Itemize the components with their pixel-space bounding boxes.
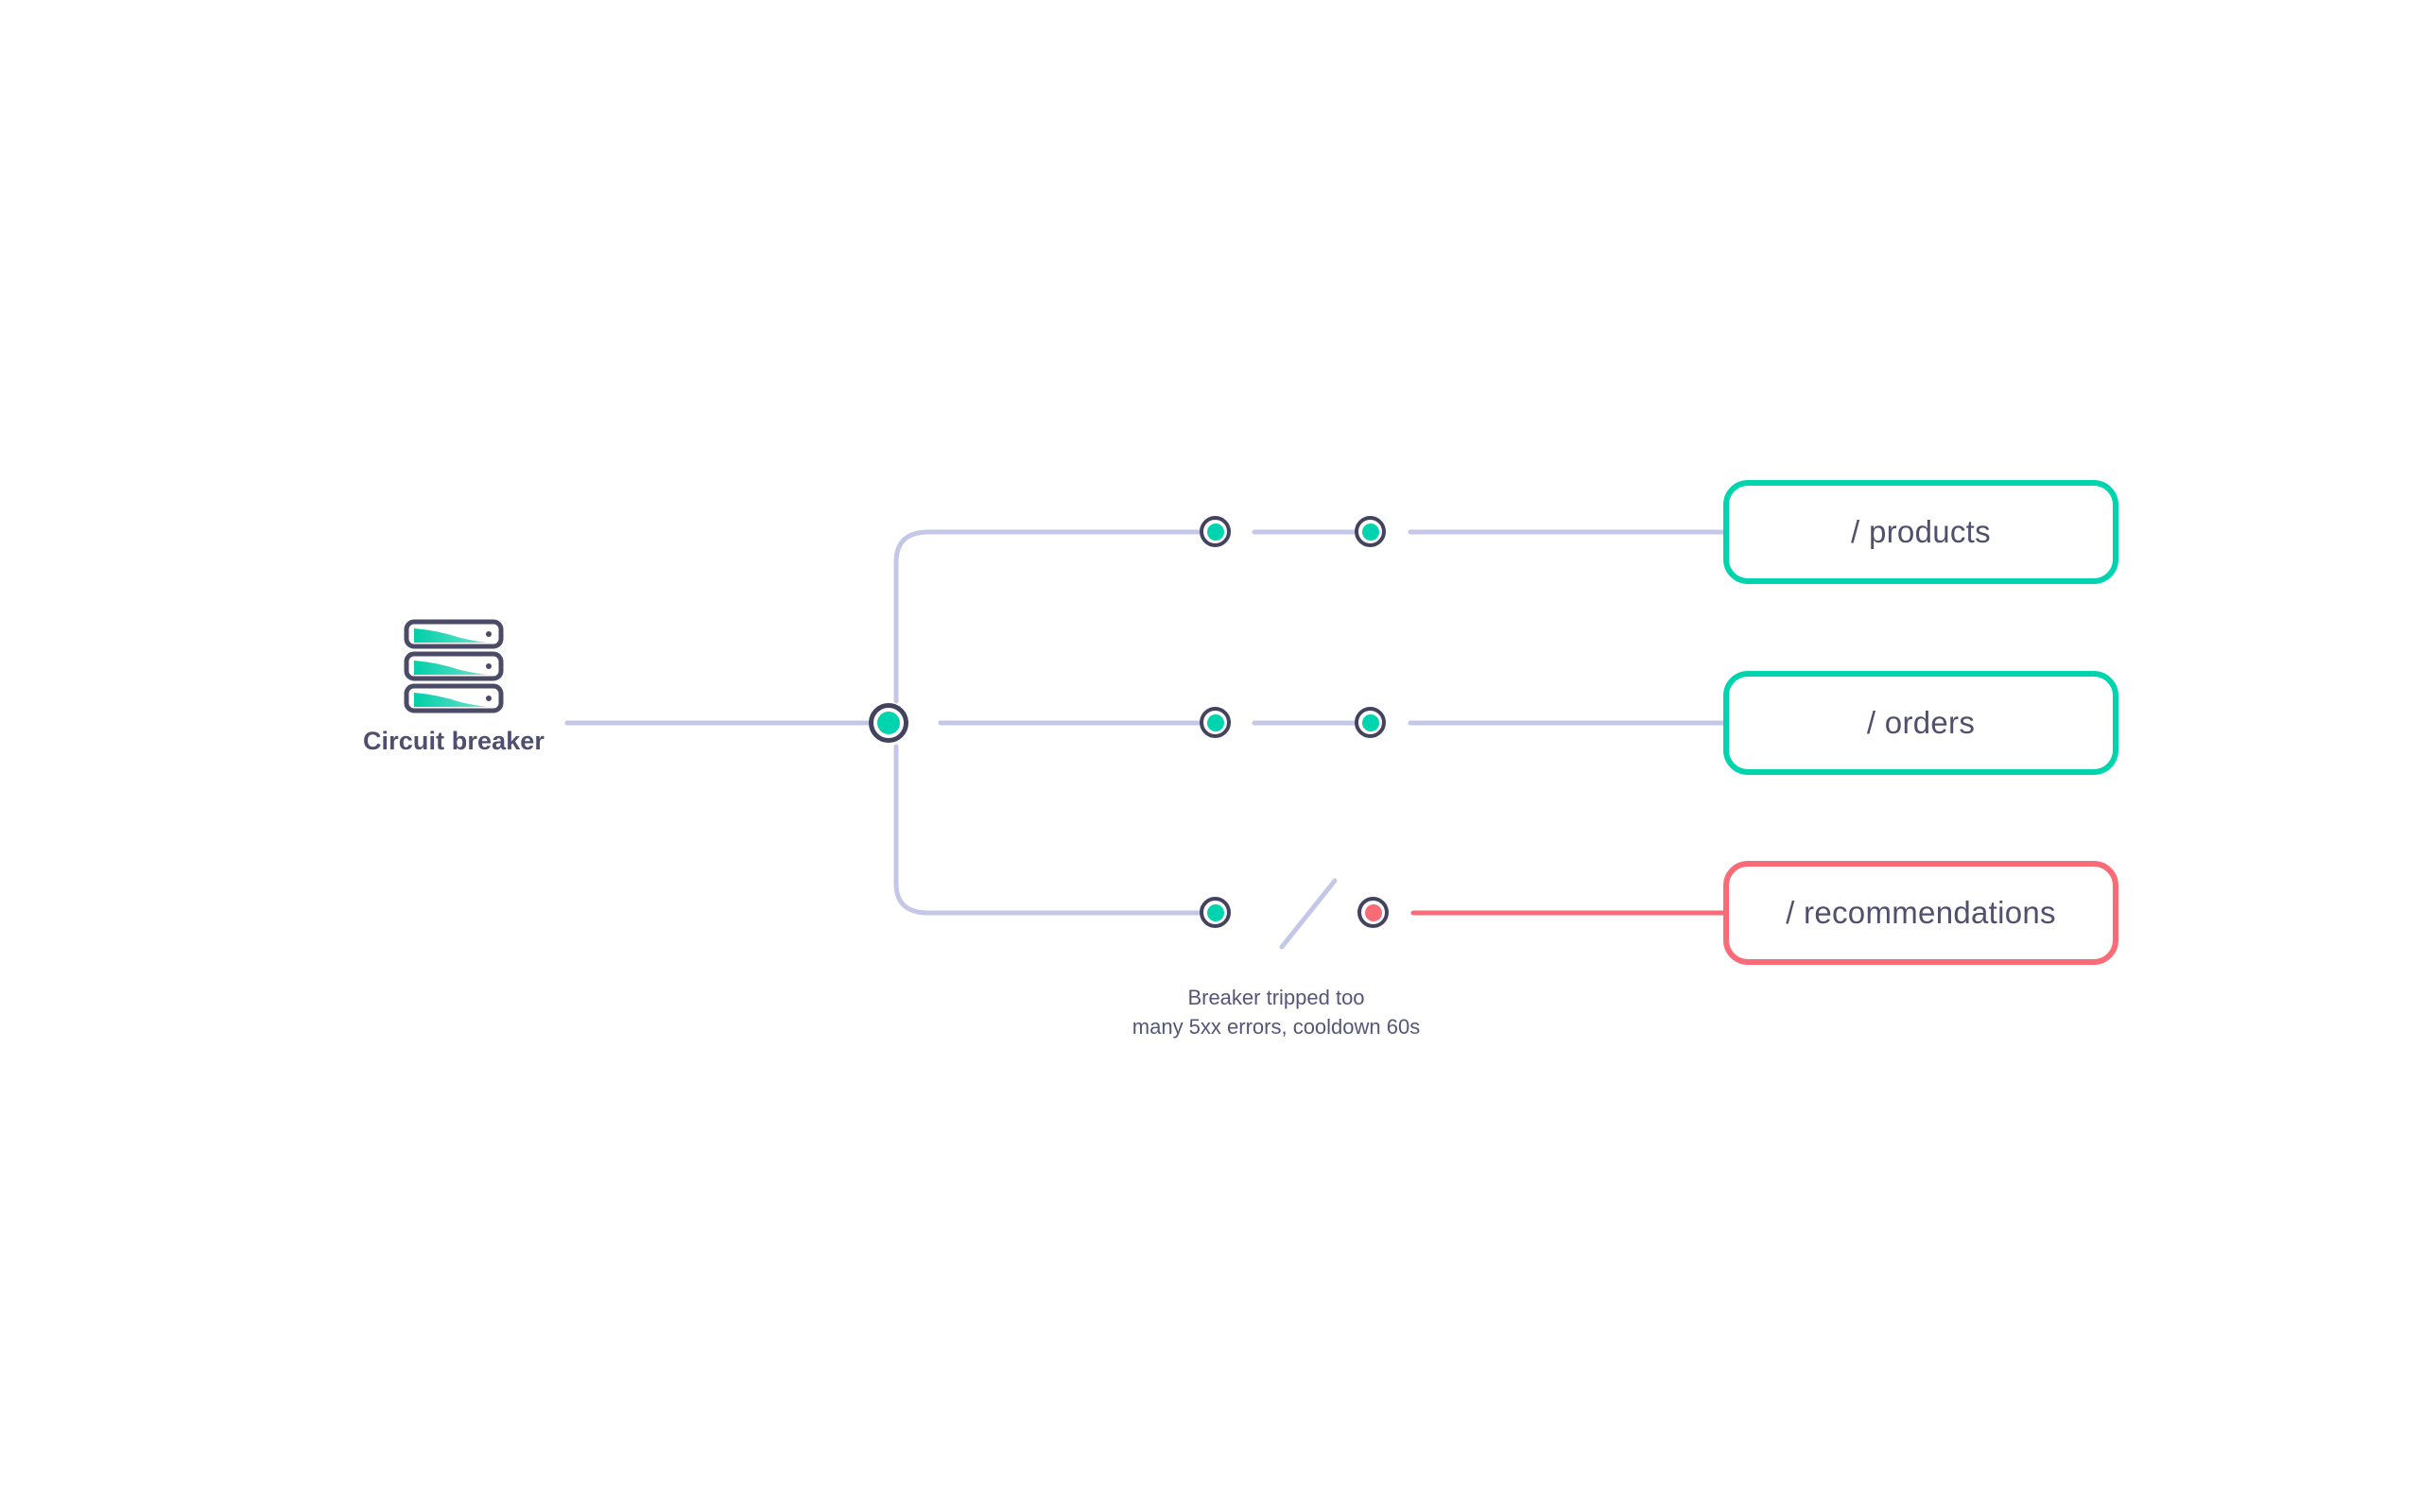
router-hub-node[interactable] bbox=[869, 703, 908, 743]
products-node-1-core bbox=[1206, 523, 1224, 541]
hub-node-core bbox=[877, 712, 900, 734]
recommendations-node-2[interactable] bbox=[1357, 897, 1389, 928]
breaker-annotation-line-1: Breaker tripped too bbox=[1187, 986, 1365, 1009]
server-rack-icon bbox=[404, 619, 504, 713]
endpoint-recommendations[interactable]: / recommendations bbox=[1723, 861, 2118, 965]
products-node-2-core bbox=[1361, 523, 1379, 541]
orders-node-2[interactable] bbox=[1355, 707, 1386, 738]
orders-node-1-core bbox=[1206, 713, 1224, 731]
endpoint-recommendations-label: / recommendations bbox=[1786, 895, 2056, 930]
server-unit-2 bbox=[404, 651, 504, 681]
server-unit-1 bbox=[404, 619, 504, 649]
products-node-1[interactable] bbox=[1200, 516, 1231, 547]
endpoint-products-label: / products bbox=[1851, 514, 1991, 549]
wire-hub-to-recommendations-branch bbox=[893, 744, 1201, 916]
source-label: Circuit breaker bbox=[362, 727, 545, 755]
endpoint-orders[interactable]: / orders bbox=[1723, 671, 2118, 775]
broken-link-slash-icon bbox=[1279, 878, 1338, 950]
recommendations-node-1[interactable] bbox=[1200, 897, 1231, 928]
server-unit-3 bbox=[404, 683, 504, 713]
breaker-annotation: Breaker tripped too many 5xx errors, coo… bbox=[1040, 983, 1512, 1041]
wire-hub-to-products-branch bbox=[893, 529, 1201, 704]
recommendations-node-1-core bbox=[1206, 903, 1224, 921]
endpoint-orders-label: / orders bbox=[1866, 705, 1976, 740]
products-node-2[interactable] bbox=[1355, 516, 1386, 547]
breaker-annotation-line-2: many 5xx errors, cooldown 60s bbox=[1132, 1015, 1421, 1039]
source-group: Circuit breaker bbox=[312, 619, 596, 756]
orders-node-2-core bbox=[1361, 713, 1379, 731]
orders-node-1[interactable] bbox=[1200, 707, 1231, 738]
recommendations-node-2-core bbox=[1364, 903, 1382, 921]
endpoint-products[interactable]: / products bbox=[1723, 480, 2118, 584]
